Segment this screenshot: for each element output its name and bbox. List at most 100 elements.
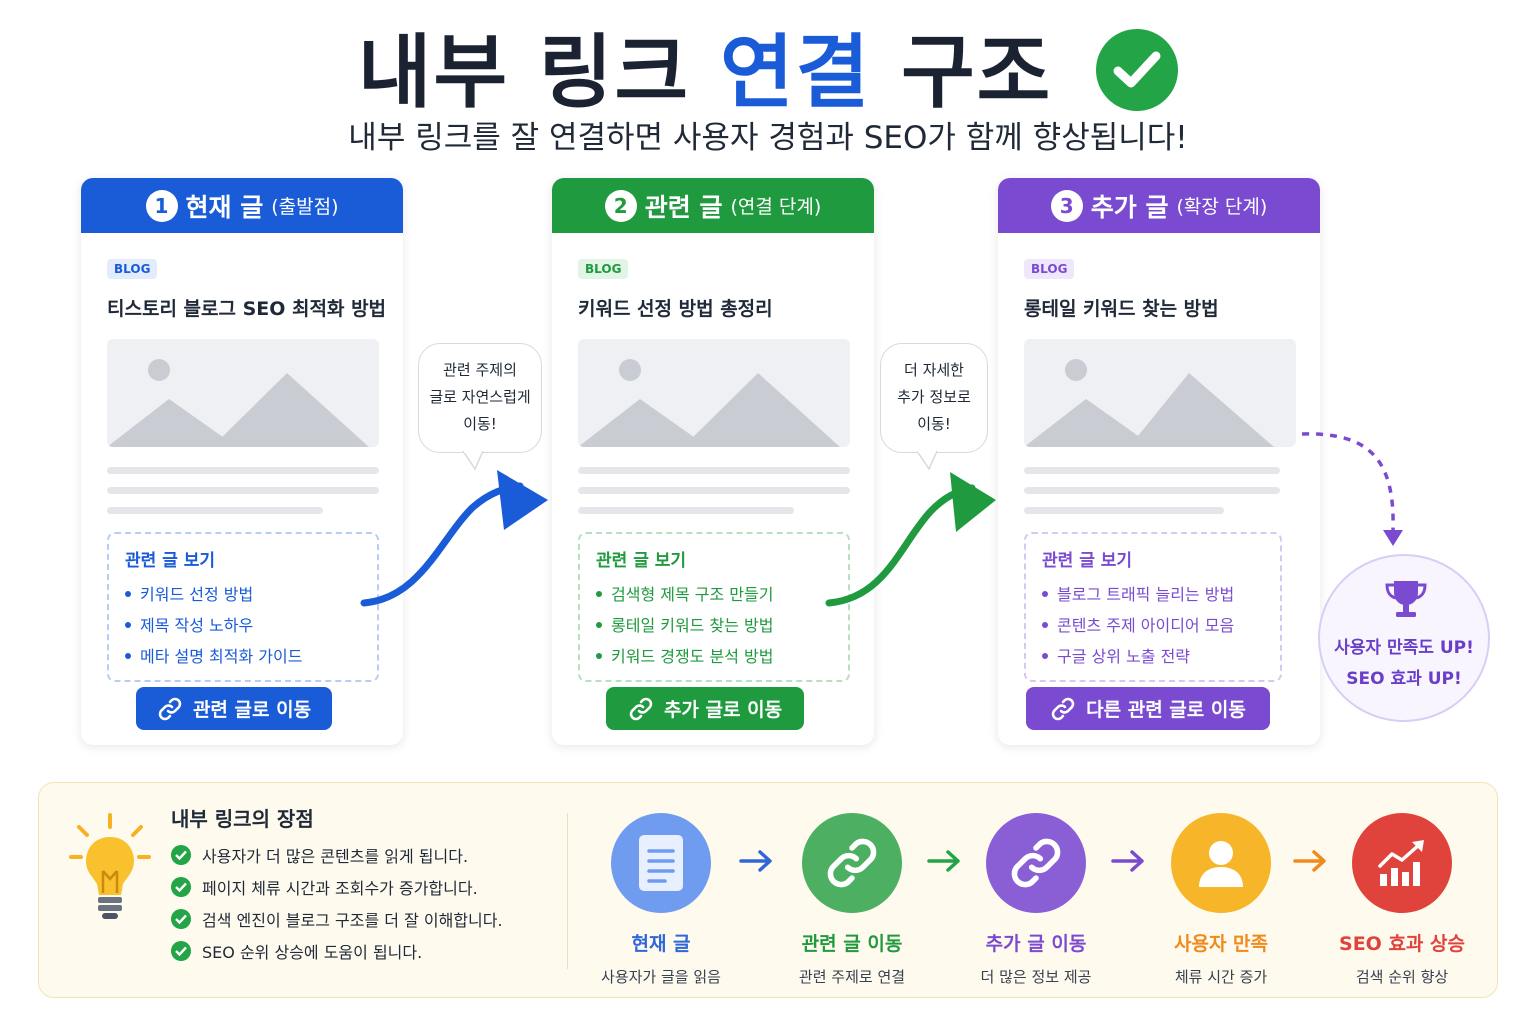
arrow-right-icon <box>739 850 772 872</box>
card-header: 1 현재 글 (출발점) <box>81 178 403 233</box>
flow-step-additional-move: 추가 글 이동 더 많은 정보 제공 <box>936 813 1136 987</box>
related-link[interactable]: 콘텐츠 주제 아이디어 모음 <box>1042 610 1264 641</box>
speech-bubble: 관련 주제의 글로 자연스럽게 이동! <box>418 343 542 453</box>
link-icon <box>629 697 653 720</box>
post-title[interactable]: 티스토리 블로그 SEO 최적화 방법 <box>107 298 387 320</box>
button-label: 추가 글로 이동 <box>663 699 783 721</box>
go-related-button[interactable]: 관련 글로 이동 <box>136 687 332 730</box>
card-name: 관련 글 <box>644 192 723 222</box>
text-line <box>107 467 379 474</box>
text-line <box>1024 467 1280 474</box>
card-current-post: 1 현재 글 (출발점) BLOG 티스토리 블로그 SEO 최적화 방법 관련… <box>81 178 403 745</box>
flow-step-seo-boost: SEO 효과 상승 검색 순위 향상 <box>1302 813 1502 987</box>
step-desc: 검색 순위 향상 <box>1355 968 1449 986</box>
page-title: 내부 링크 연결 구조 <box>0 8 1536 124</box>
step-desc: 관련 주제로 연결 <box>798 968 906 986</box>
advantage-item: 사용자가 더 많은 콘텐츠를 읽게 됩니다. <box>171 843 468 867</box>
user-icon <box>1171 813 1271 913</box>
blog-badge: BLOG <box>578 259 629 279</box>
check-icon <box>171 909 191 929</box>
arrow-right-icon <box>1293 850 1326 872</box>
step-name: SEO 효과 상승 <box>1339 933 1465 955</box>
curved-arrow-green <box>825 484 976 607</box>
page-subtitle: 내부 링크를 잘 연결하면 사용자 경험과 SEO가 함께 향상됩니다! <box>348 120 1188 156</box>
arrow-head-purple <box>1383 530 1403 546</box>
text-line <box>1024 507 1224 514</box>
blog-badge: BLOG <box>1024 259 1075 279</box>
text-line <box>578 467 850 474</box>
blog-badge: BLOG <box>107 259 158 279</box>
image-placeholder-icon <box>107 339 379 447</box>
card-stage: (출발점) <box>271 196 339 218</box>
text-line <box>578 487 850 494</box>
card-name: 추가 글 <box>1090 192 1169 222</box>
go-additional-button[interactable]: 추가 글로 이동 <box>606 687 804 730</box>
arrow-right-icon <box>1111 850 1144 872</box>
button-label: 관련 글로 이동 <box>192 699 312 721</box>
card-header: 2 관련 글 (연결 단계) <box>552 178 874 233</box>
related-posts-box: 관련 글 보기 키워드 선정 방법 제목 작성 노하우 메타 설명 최적화 가이… <box>107 532 379 682</box>
step-name: 추가 글 이동 <box>985 933 1087 955</box>
card-name: 현재 글 <box>185 192 264 222</box>
button-label: 다른 관련 글로 이동 <box>1086 699 1246 721</box>
post-title[interactable]: 롱테일 키워드 찾는 방법 <box>1024 298 1219 320</box>
related-posts-box: 관련 글 보기 검색형 제목 구조 만들기 롱테일 키워드 찾는 방법 키워드 … <box>578 532 850 682</box>
arrow-head-blue <box>497 470 548 530</box>
title-accent: 연결 <box>720 26 872 119</box>
related-posts-box: 관련 글 보기 블로그 트래픽 늘리는 방법 콘텐츠 주제 아이디어 모음 구글… <box>1024 532 1282 682</box>
image-placeholder-icon <box>1024 339 1296 447</box>
advantage-item: SEO 순위 상승에 도움이 됩니다. <box>171 939 422 963</box>
divider <box>567 813 568 969</box>
advantages-panel: 내부 링크의 장점 사용자가 더 많은 콘텐츠를 읽게 됩니다. 페이지 체류 … <box>38 782 1498 998</box>
related-title: 관련 글 보기 <box>125 551 216 571</box>
flow-step-user-satisfaction: 사용자 만족 체류 시간 증가 <box>1121 813 1321 987</box>
step-name: 관련 글 이동 <box>801 933 903 955</box>
goal-line1: 사용자 만족도 UP! <box>1334 638 1474 658</box>
flow-step-current-post: 현재 글 사용자가 글을 읽음 <box>561 813 761 987</box>
link-icon <box>802 813 902 913</box>
step-name: 사용자 만족 <box>1173 933 1268 955</box>
step-number: 3 <box>1050 189 1083 222</box>
card-stage: (연결 단계) <box>730 196 822 218</box>
text-line <box>578 507 794 514</box>
related-link[interactable]: 블로그 트래픽 늘리는 방법 <box>1042 579 1264 610</box>
advantage-item: 검색 엔진이 블로그 구조를 더 잘 이해합니다. <box>171 907 503 931</box>
step-desc: 체류 시간 증가 <box>1174 968 1268 986</box>
related-title: 관련 글 보기 <box>596 551 687 571</box>
check-icon <box>171 877 191 897</box>
step-number: 1 <box>145 189 178 222</box>
text-line <box>107 507 323 514</box>
related-title: 관련 글 보기 <box>1042 551 1133 571</box>
bubble-tail <box>462 451 484 471</box>
document-icon <box>611 813 711 913</box>
related-link[interactable]: 구글 상위 노출 전략 <box>1042 641 1264 672</box>
arrow-head-green <box>950 472 996 532</box>
card-additional-post: 3 추가 글 (확장 단계) BLOG 롱테일 키워드 찾는 방법 관련 글 보… <box>998 178 1320 745</box>
step-desc: 사용자가 글을 읽음 <box>601 968 721 986</box>
trophy-icon <box>1385 581 1427 617</box>
speech-bubble: 더 자세한 추가 정보로 이동! <box>880 343 988 453</box>
related-link[interactable]: 키워드 선정 방법 <box>125 579 361 610</box>
goal-line2: SEO 효과 UP! <box>1346 669 1462 689</box>
check-icon <box>171 845 191 865</box>
go-other-related-button[interactable]: 다른 관련 글로 이동 <box>1026 687 1270 730</box>
text-line <box>1024 487 1280 494</box>
related-link[interactable]: 메타 설명 최적화 가이드 <box>125 641 361 672</box>
step-number: 2 <box>604 189 637 222</box>
goal-circle: 사용자 만족도 UP! SEO 효과 UP! <box>1318 554 1490 722</box>
dashed-arrow-purple <box>1301 432 1395 531</box>
flow-step-related-move: 관련 글 이동 관련 주제로 연결 <box>752 813 952 987</box>
lightbulb-icon <box>69 813 151 919</box>
related-link[interactable]: 롱테일 키워드 찾는 방법 <box>596 610 832 641</box>
related-link[interactable]: 제목 작성 노하우 <box>125 610 361 641</box>
step-desc: 더 많은 정보 제공 <box>980 968 1092 986</box>
post-title[interactable]: 키워드 선정 방법 총정리 <box>578 298 773 320</box>
image-placeholder-icon <box>578 339 850 447</box>
check-icon <box>171 941 191 961</box>
related-link[interactable]: 검색형 제목 구조 만들기 <box>596 579 832 610</box>
advantage-item: 페이지 체류 시간과 조회수가 증가합니다. <box>171 875 478 899</box>
title-part1: 내부 링크 <box>357 26 691 119</box>
related-link[interactable]: 키워드 경쟁도 분석 방법 <box>596 641 832 672</box>
check-circle-icon <box>1096 29 1179 112</box>
